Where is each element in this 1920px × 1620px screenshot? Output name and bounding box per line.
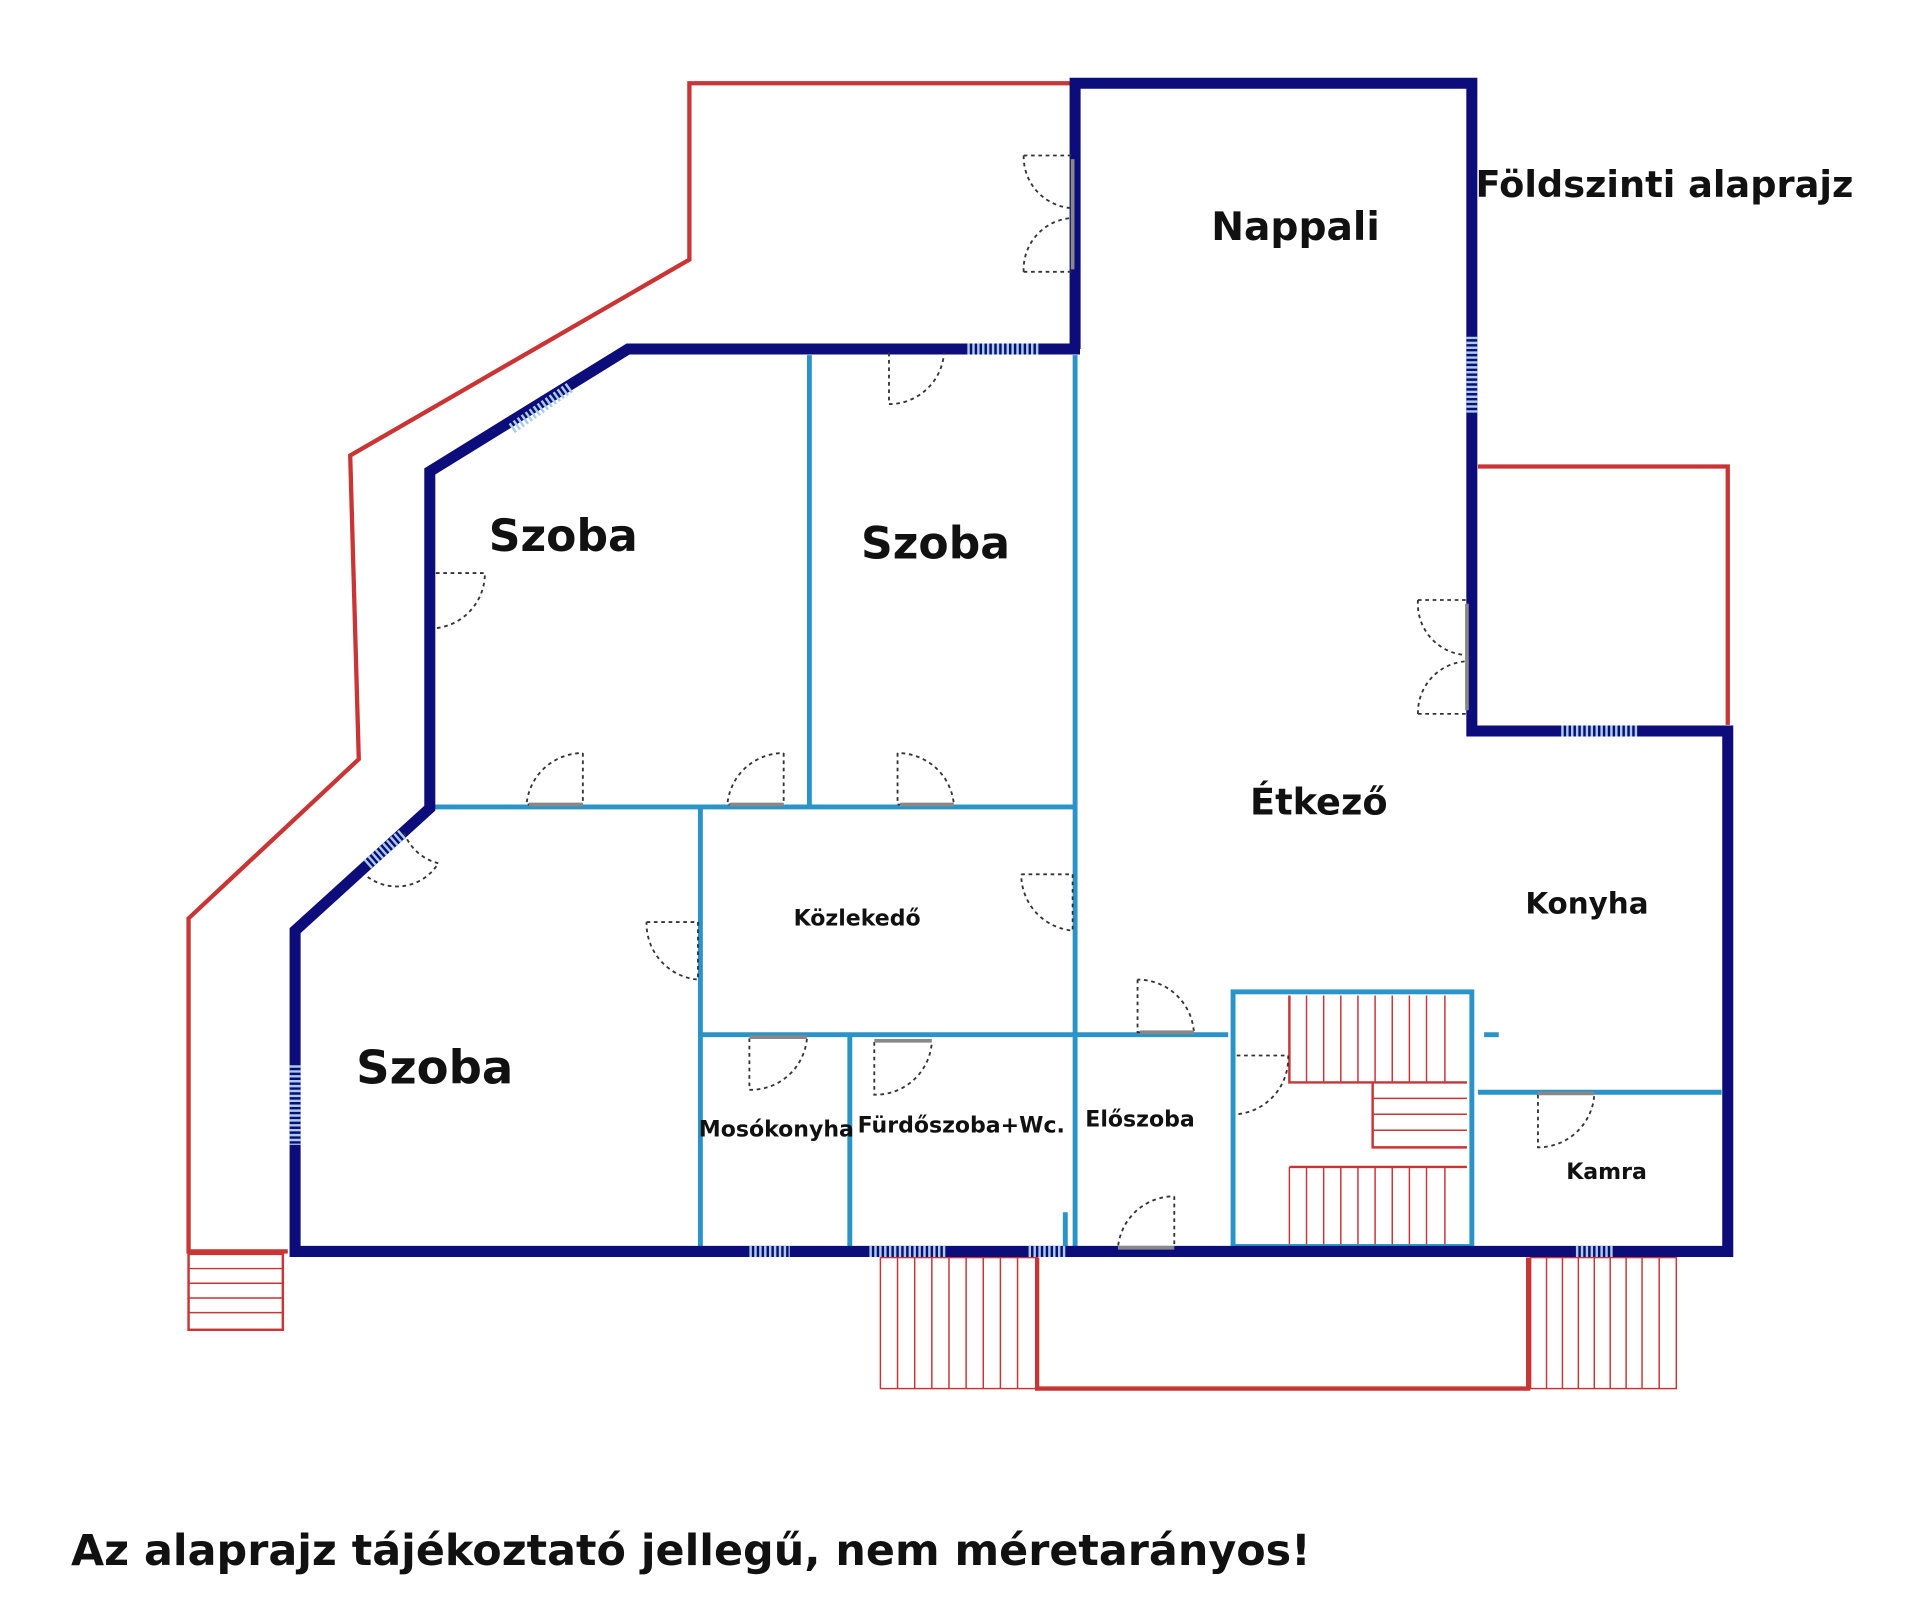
room-label-szoba-3: Szoba [356,1041,513,1095]
room-label-kozlekedo: Közlekedő [794,907,921,932]
room-label-mosokonyha: Mosókonyha [699,1117,854,1142]
plan-title: Földszinti alaprajz [1476,163,1854,206]
disclaimer: Az alaprajz tájékoztató jellegű, nem mér… [71,1526,1311,1576]
exterior-walls [289,77,1734,1257]
room-label-furdoszoba: Fürdőszoba+Wc. [858,1114,1065,1139]
staircase [1288,995,1467,1247]
room-label-etkezo: Étkező [1250,779,1388,823]
room-label-kamra: Kamra [1566,1160,1647,1185]
interior-walls [429,355,1722,1249]
entrance-steps [188,1256,1678,1390]
doors [366,154,1596,1250]
room-label-szoba-2: Szoba [861,518,1010,569]
room-label-eloszoba: Előszoba [1085,1108,1194,1133]
room-label-nappali: Nappali [1211,205,1380,250]
room-label-szoba-1: Szoba [489,511,638,562]
windows [289,336,1638,1257]
room-label-konyha: Konyha [1525,886,1648,920]
